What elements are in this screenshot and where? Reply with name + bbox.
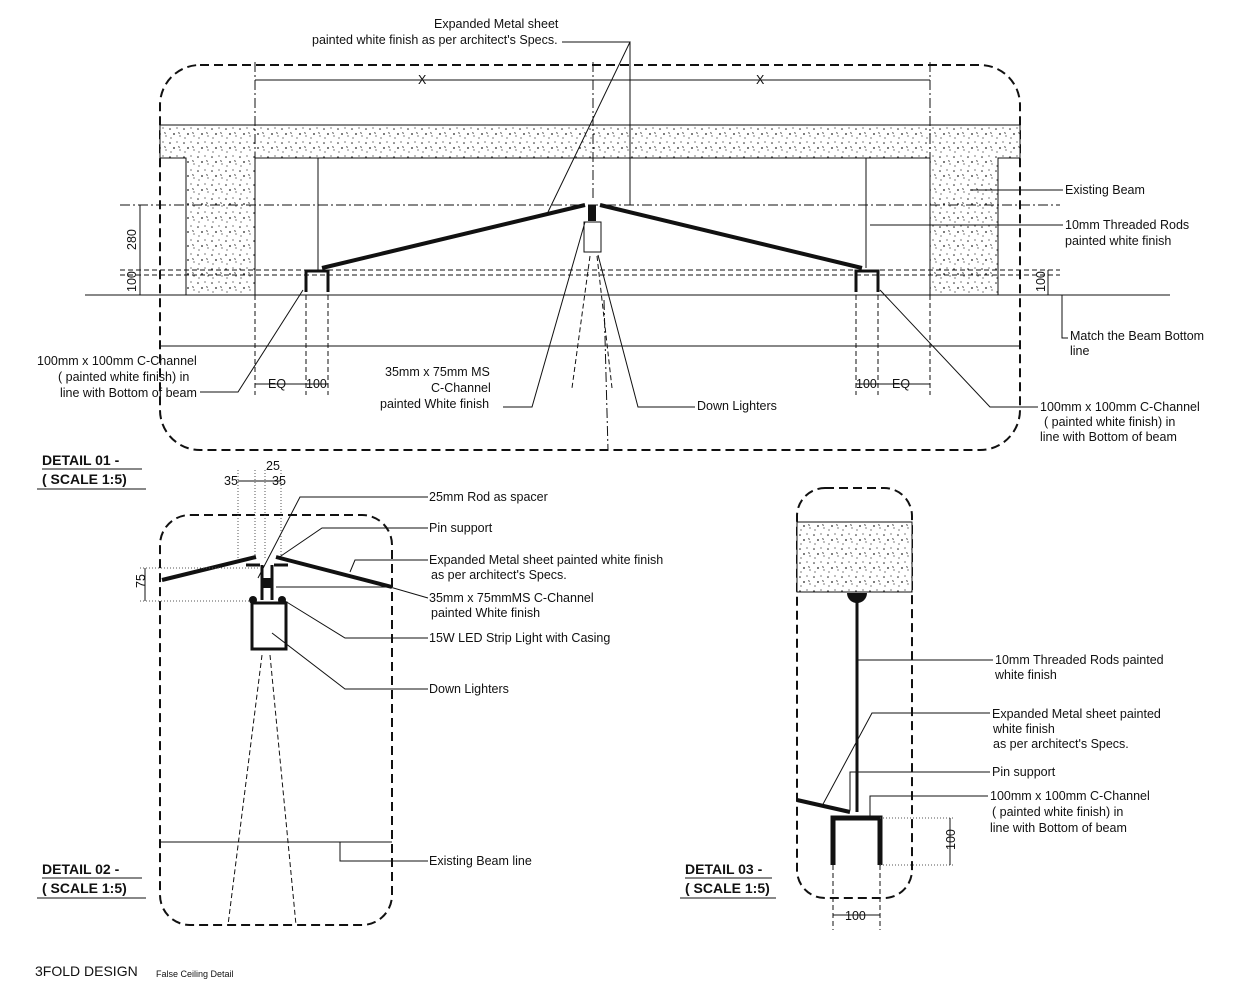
dim-100-right: 100 <box>1034 271 1048 292</box>
detail-02-frame <box>159 514 393 926</box>
dim-35-right: 35 <box>272 474 286 488</box>
pin-support <box>246 563 288 600</box>
label-led-strip: 15W LED Strip Light with Casing <box>429 631 610 645</box>
detail-03-frame <box>796 487 913 899</box>
detail-02-scale: ( SCALE 1:5) <box>42 880 127 896</box>
detail-03-title: DETAIL 03 - <box>685 861 763 877</box>
dim-100-bottom-left: 100 <box>306 377 327 391</box>
label-ms-channel-line3: painted White finish <box>380 397 489 411</box>
label-expanded-metal-line3: as per architect's Specs. <box>993 737 1129 751</box>
label-c-channel-right-line2: ( painted white finish) in <box>1044 415 1175 429</box>
label-beam-line: Existing Beam line <box>429 854 532 868</box>
detail-03-scale: ( SCALE 1:5) <box>685 880 770 896</box>
label-ms-channel-line2: C-Channel <box>431 381 491 395</box>
label-existing-beam: Existing Beam <box>1065 183 1145 197</box>
label-expanded-metal-line2: painted white finish as per architect's … <box>312 33 558 47</box>
label-expanded-metal-line2: as per architect's Specs. <box>431 568 567 582</box>
detail-02-title: DETAIL 02 - <box>42 861 120 877</box>
c-channel-right <box>854 269 880 292</box>
detail-01-title: DETAIL 01 - <box>42 452 120 468</box>
label-expanded-metal-line1: Expanded Metal sheet painted white finis… <box>429 553 663 567</box>
dim-x-right: X <box>756 73 765 87</box>
dim-75: 75 <box>134 574 148 588</box>
footer-brand: 3FOLD DESIGN <box>35 963 138 979</box>
existing-slab <box>796 521 913 593</box>
detail-01-frame <box>159 64 1021 451</box>
label-ms-channel-line1: 35mm x 75mmMS C-Channel <box>429 591 594 605</box>
label-pin-support: Pin support <box>429 521 493 535</box>
label-c-channel-right-line1: 100mm x 100mm C-Channel <box>1040 400 1200 414</box>
expanded-metal-sheet-right <box>275 555 393 589</box>
label-threaded-rods-line1: 10mm Threaded Rods painted <box>995 653 1164 667</box>
label-threaded-rods-line1: 10mm Threaded Rods <box>1065 218 1189 232</box>
c-channel <box>830 815 883 865</box>
dim-280: 280 <box>125 229 139 250</box>
label-match-beam-line2: line <box>1070 344 1090 358</box>
dim-x-left: X <box>418 73 427 87</box>
label-match-beam-line1: Match the Beam Bottom <box>1070 329 1204 343</box>
expanded-metal-sheet <box>796 798 851 814</box>
label-c-channel-left-line1: 100mm x 100mm C-Channel <box>37 354 197 368</box>
down-lighter <box>583 221 602 253</box>
footer-subtitle: False Ceiling Detail <box>156 969 234 979</box>
dim-100-bottom-right: 100 <box>856 377 877 391</box>
label-expanded-metal-line1: Expanded Metal sheet <box>434 17 559 31</box>
label-c-channel-line1: 100mm x 100mm C-Channel <box>990 789 1150 803</box>
expanded-metal-sheet-left <box>321 203 586 270</box>
expanded-metal-sheet-right <box>599 203 863 270</box>
c-channel-left <box>304 269 330 292</box>
detail-02: 25 35 35 75 25mm Rod as spacer Pin suppo… <box>37 459 663 926</box>
label-c-channel-left-line3: line with Bottom of beam <box>60 386 197 400</box>
label-down-lighters: Down Lighters <box>697 399 777 413</box>
dim-100-bottom: 100 <box>845 909 866 923</box>
label-c-channel-right-line3: line with Bottom of beam <box>1040 430 1177 444</box>
dim-25: 25 <box>266 459 280 473</box>
detail-01-scale: ( SCALE 1:5) <box>42 471 127 487</box>
label-c-channel-left-line2: ( painted white finish) in <box>58 370 189 384</box>
dim-100-vertical: 100 <box>944 829 958 850</box>
led-strip-casing <box>250 601 288 651</box>
label-pin-support: Pin support <box>992 765 1056 779</box>
label-c-channel-line2: ( painted white finish) in <box>992 805 1123 819</box>
label-ms-channel-line1: 35mm x 75mm MS <box>385 365 490 379</box>
label-threaded-rods-line2: painted white finish <box>1065 234 1171 248</box>
detail-03: 100 100 10mm Threaded Rods painted white… <box>680 487 1164 930</box>
dim-eq-right: EQ <box>892 377 910 391</box>
label-threaded-rods-line2: white finish <box>994 668 1057 682</box>
label-expanded-metal-line2: white finish <box>992 722 1055 736</box>
label-rod-spacer: 25mm Rod as spacer <box>429 490 548 504</box>
dim-100-left: 100 <box>125 271 139 292</box>
label-c-channel-line3: line with Bottom of beam <box>990 821 1127 835</box>
label-expanded-metal-line1: Expanded Metal sheet painted <box>992 707 1161 721</box>
label-down-lighters: Down Lighters <box>429 682 509 696</box>
detail-01: X X EQ 100 100 EQ <box>37 17 1204 490</box>
label-ms-channel-line2: painted White finish <box>431 606 540 620</box>
dim-eq-left: EQ <box>268 377 286 391</box>
dim-35-left: 35 <box>224 474 238 488</box>
